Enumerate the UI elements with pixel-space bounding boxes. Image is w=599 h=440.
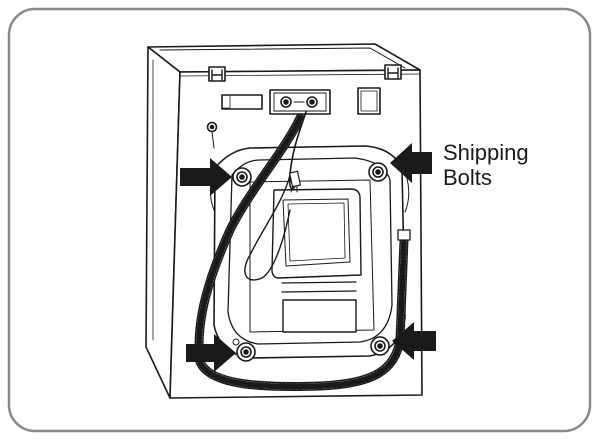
callout-line-2: Bolts bbox=[443, 165, 492, 190]
rear-label-plate bbox=[221, 94, 263, 110]
rear-screw bbox=[206, 121, 218, 133]
power-cord bbox=[244, 111, 307, 281]
shipping-bolt-arrows bbox=[180, 143, 436, 372]
rear-plate bbox=[249, 179, 375, 333]
cabinet-top bbox=[147, 43, 421, 73]
arrow-top-right bbox=[390, 143, 432, 183]
shipping-bolt-bottom-left bbox=[236, 342, 256, 362]
lower-access-panel bbox=[282, 299, 357, 333]
top-bracket-right bbox=[384, 64, 402, 80]
arrow-bottom-right bbox=[392, 322, 436, 360]
rear-access-cover bbox=[357, 87, 381, 115]
washer-rear-illustration bbox=[145, 43, 423, 399]
shipping-bolt-top-right bbox=[368, 162, 388, 182]
shipping-bolt-bottom-right bbox=[370, 336, 390, 356]
vent-slot bbox=[281, 290, 357, 293]
shipping-bolts-label: Shipping Bolts bbox=[443, 140, 529, 190]
vent-slot bbox=[281, 281, 357, 284]
rear-panel-upper bbox=[271, 188, 362, 279]
tub-housing-inner bbox=[227, 157, 393, 345]
callout-line-1: Shipping bbox=[443, 140, 529, 165]
water-inlet-valves bbox=[269, 89, 331, 115]
arrow-top-left bbox=[180, 158, 232, 196]
arrow-bottom-left bbox=[186, 334, 236, 372]
top-bracket-left bbox=[208, 66, 226, 82]
shipping-bolt-top-left bbox=[232, 167, 252, 187]
